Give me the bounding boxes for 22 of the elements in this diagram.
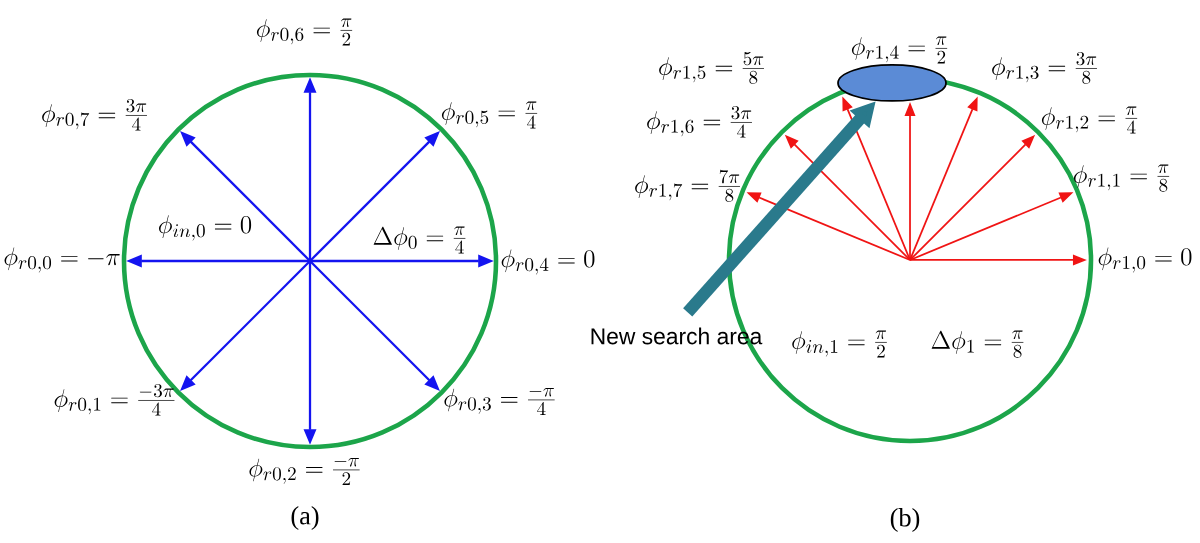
formula-label: $\phi_{r0,6}=\frac{\pi}{2}$ xyxy=(256,18,353,46)
panel-label: (b) xyxy=(890,508,920,532)
search-area-ellipse xyxy=(837,64,947,102)
formula-label: $\phi_{in,0}=0$ xyxy=(159,215,252,241)
formula-label: $\phi_{r0,2}=\frac{-\pi}{2}$ xyxy=(249,457,360,485)
formula-label: $\phi_{r1,2}=\frac{\pi}{4}$ xyxy=(1041,106,1138,134)
formula-label: $\phi_{r0,7}=\frac{3\pi}{4}$ xyxy=(42,99,147,131)
formula-label: $\Delta\phi_{0}=\frac{\pi}{4}$ xyxy=(373,226,466,254)
formula-label: $\phi_{r0,3}=\frac{-\pi}{4}$ xyxy=(444,387,555,415)
panel-label: (a) xyxy=(291,506,319,530)
formula-label: $\phi_{r1,3}=\frac{3\pi}{8}$ xyxy=(992,52,1097,84)
formula-label: $\phi_{r1,1}=\frac{\pi}{8}$ xyxy=(1073,164,1170,192)
formula-label: $\phi_{r0,4}=0$ xyxy=(501,249,595,275)
formula-label: $\phi_{r0,1}=\frac{-3\pi}{4}$ xyxy=(54,384,175,416)
formula-label: $\phi_{r1,0}=0$ xyxy=(1098,247,1192,273)
formula-label: $\phi_{r0,0}=-\pi$ xyxy=(4,247,120,273)
formula-label: $\phi_{r1,7}=\frac{7\pi}{8}$ xyxy=(635,169,740,202)
formula-label: $\phi_{r1,5}=\frac{5\pi}{8}$ xyxy=(659,52,764,84)
formula-label: $\phi_{in,1}=\frac{\pi}{2}$ xyxy=(792,330,887,358)
formula-label: $\Delta\phi_{1}=\frac{\pi}{8}$ xyxy=(931,330,1024,358)
formula-label: $\phi_{r0,5}=\frac{\pi}{4}$ xyxy=(441,101,538,129)
formula-label: $\phi_{r1,6}=\frac{3\pi}{4}$ xyxy=(647,106,752,138)
